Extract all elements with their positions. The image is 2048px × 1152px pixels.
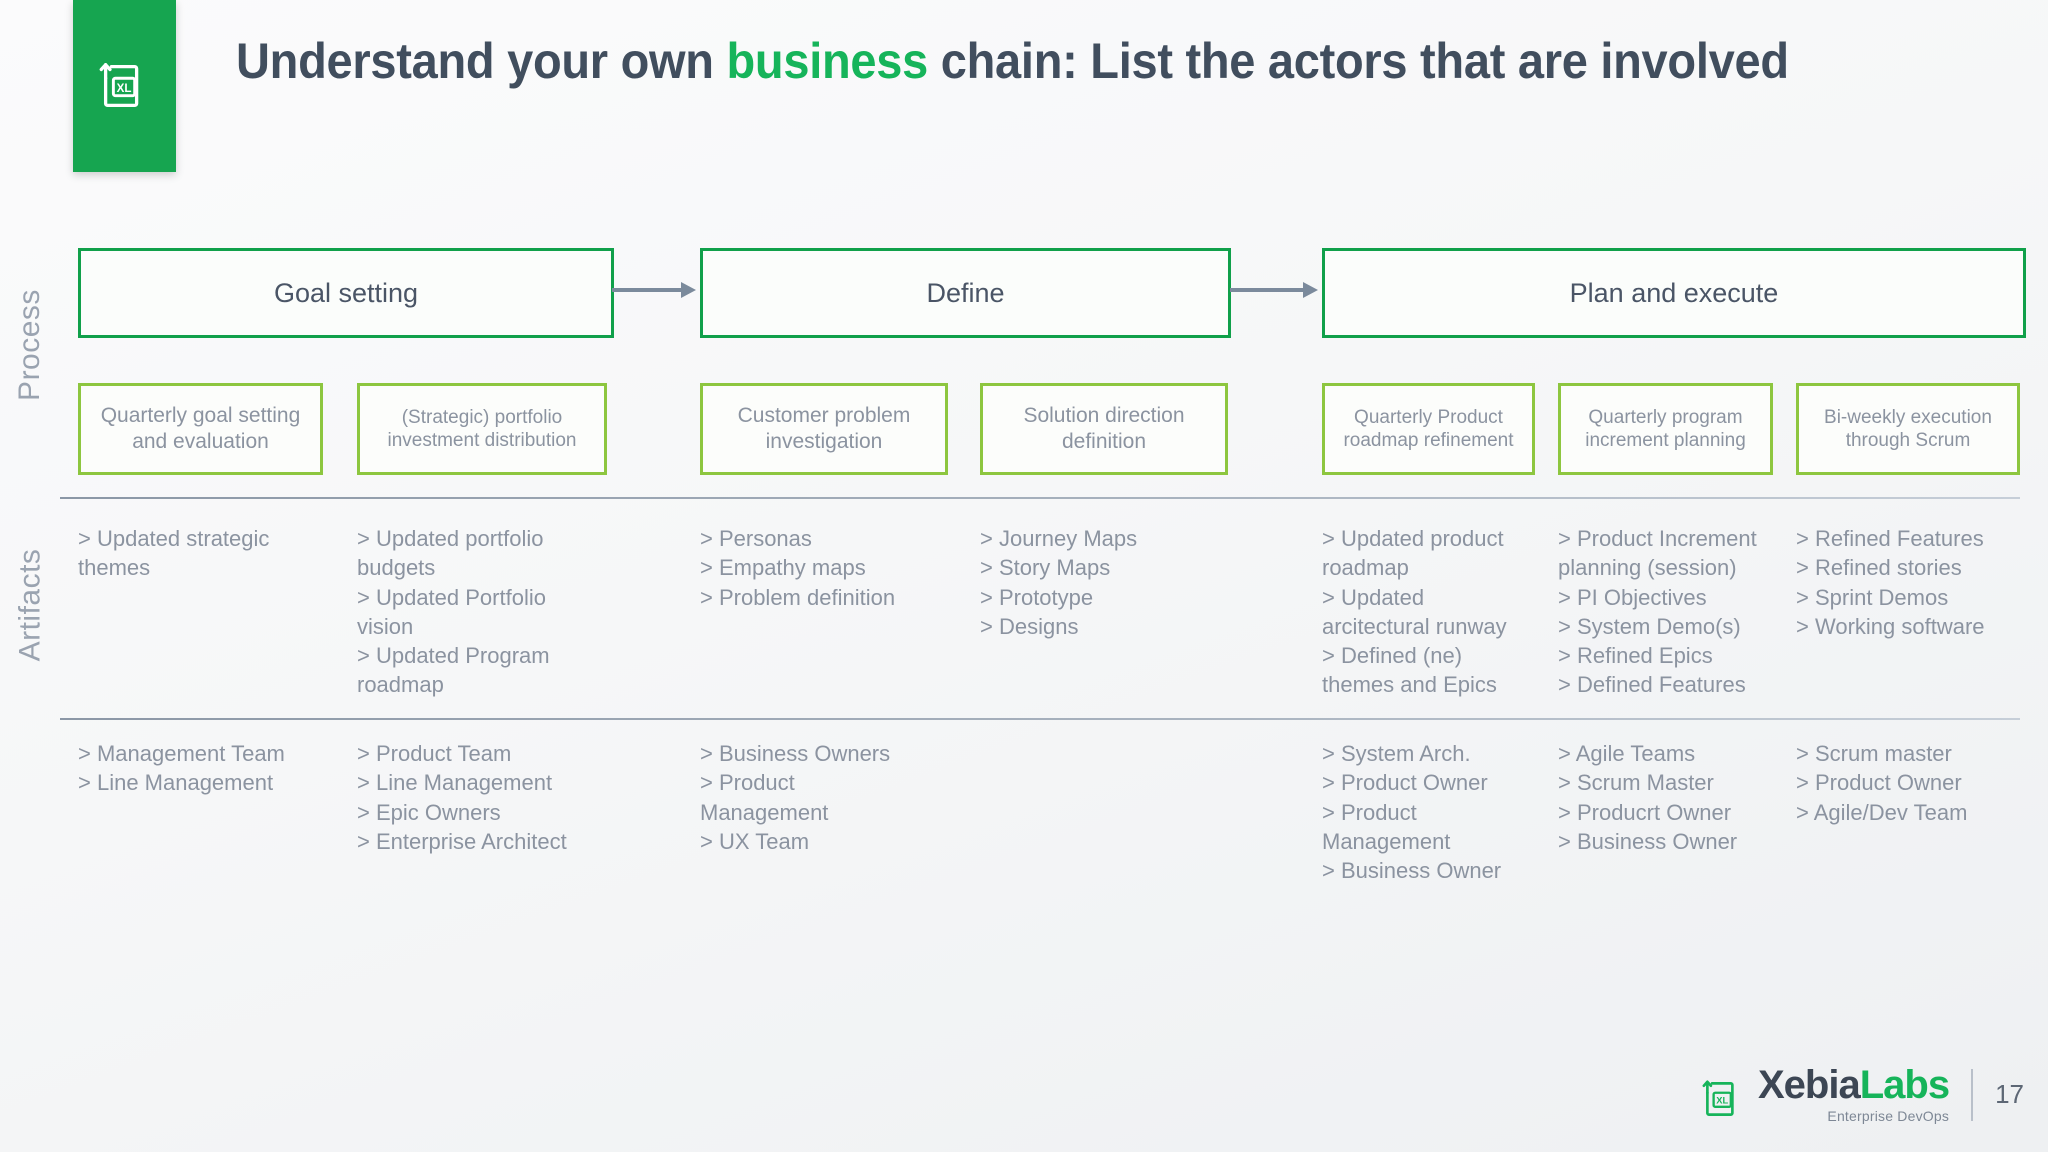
footer-tagline: Enterprise DevOps (1827, 1108, 1950, 1124)
actors-col-7: > Scrum master > Product Owner > Agile/D… (1796, 741, 1968, 825)
rail-label-process: Process (13, 289, 46, 401)
title-highlight: business (726, 33, 929, 89)
divider-artifacts-top (60, 497, 2020, 499)
activity-box-product-roadmap-refine[interactable]: Quarterly Product roadmap refinement (1322, 383, 1535, 475)
slide-title: Understand your own business chain: List… (236, 30, 1834, 93)
artifacts-col-6: > Product Increment planning (session) >… (1558, 526, 1757, 698)
page-number: 17 (1995, 1079, 2024, 1109)
artifacts-col-1: > Updated strategic themes (78, 526, 276, 581)
activity-box-customer-problem[interactable]: Customer problem investigation (700, 383, 948, 475)
activity-box-program-increment-plan[interactable]: Quarterly program increment planning (1558, 383, 1773, 475)
activity-box-solution-direction[interactable]: Solution direction definition (980, 383, 1228, 475)
wordmark-labs: Labs (1859, 1063, 1950, 1107)
xl-document-icon: XL (94, 55, 156, 117)
actors-col-1: > Management Team > Line Management (78, 741, 285, 796)
xl-logo-tab: XL (73, 0, 176, 172)
title-part-2: chain: List the actors that are involved (928, 33, 1789, 89)
wordmark-xebia: Xebia (1758, 1063, 1861, 1107)
svg-text:XL: XL (116, 82, 131, 95)
stage-box-plan-and-execute[interactable]: Plan and execute (1322, 248, 2026, 338)
activity-box-biweekly-scrum[interactable]: Bi-weekly execution through Scrum (1796, 383, 2020, 475)
actors-col-3: > Business Owners > Product Management >… (700, 741, 891, 854)
artifacts-col-2: > Updated portfolio budgets > Updated Po… (357, 526, 550, 698)
stage-box-define[interactable]: Define (700, 248, 1231, 338)
actors-col-6: > Agile Teams > Scrum Master > Producrt … (1558, 741, 1738, 854)
actors-col-5: > System Arch. > Product Owner > Product… (1322, 741, 1502, 883)
title-part-1: Understand your own (236, 33, 727, 89)
divider-actors-top (60, 718, 2020, 720)
xebialabs-wordmark: XebiaLabs (1758, 1063, 1950, 1107)
footer-divider (1971, 1068, 1974, 1121)
artifacts-col-3: > Personas > Empathy maps > Problem defi… (700, 526, 896, 610)
rail-label-artifacts: Artifacts (13, 548, 47, 662)
actors-col-2: > Product Team > Line Management > Epic … (357, 741, 567, 854)
artifacts-col-7: > Refined Features > Refined stories > S… (1796, 526, 1985, 639)
activity-box-portfolio-investment[interactable]: (Strategic) portfolio investment distrib… (357, 383, 607, 475)
artifacts-col-4: > Journey Maps > Story Maps > Prototype … (980, 526, 1138, 639)
xebialabs-logo: XL XebiaLabs Enterprise DevOps (1698, 1063, 1950, 1124)
arrow-define-to-plan (1230, 282, 1318, 298)
slide-footer: XL XebiaLabs Enterprise DevOps 17 (1698, 1065, 2024, 1124)
artifacts-col-5: > Updated product roadmap > Updated arci… (1322, 526, 1507, 698)
arrow-goal-to-define (612, 282, 696, 298)
xl-footer-icon: XL (1698, 1074, 1748, 1124)
svg-text:XL: XL (1716, 1096, 1728, 1106)
activity-box-quarterly-goal-setting[interactable]: Quarterly goal setting and evaluation (78, 383, 323, 475)
stage-box-goal-setting[interactable]: Goal setting (78, 248, 614, 338)
